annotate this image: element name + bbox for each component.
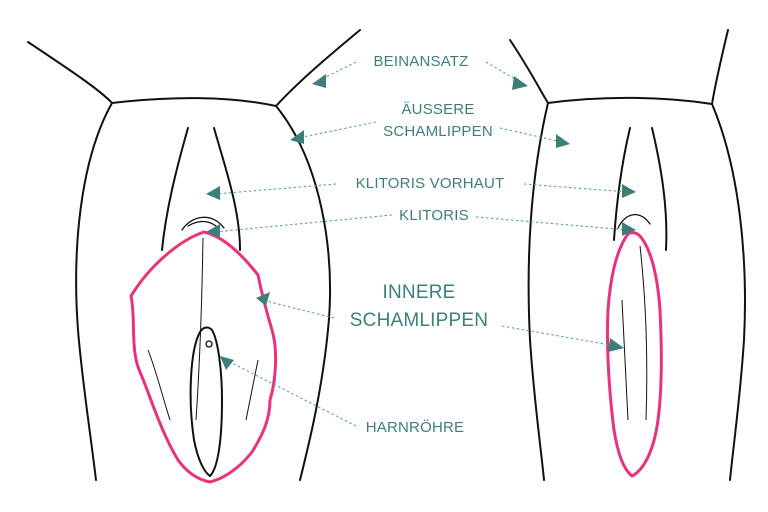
- side-left-thigh: [527, 102, 549, 481]
- side-leg-crease: [509, 29, 729, 105]
- arrow-harnroehre: [220, 356, 234, 370]
- label-klitoris-vorhaut: KLITORIS VORHAUT: [356, 175, 505, 192]
- arrow-aeussere-left: [290, 130, 304, 144]
- front-vestibule: [189, 326, 223, 477]
- side-clitoral-hood: [617, 214, 651, 229]
- label-aeussere-line2: SCHAMLIPPEN: [383, 123, 493, 140]
- label-beinansatz: BEINANSATZ: [373, 53, 468, 70]
- label-aeussere-line1: ÄUSSERE: [401, 101, 474, 118]
- front-right-thigh: [275, 105, 331, 481]
- front-inner-labia: [129, 230, 278, 484]
- side-right-thigh: [711, 103, 746, 481]
- label-harnroehre: HARNRÖHRE: [366, 418, 464, 436]
- side-view-figure: [509, 29, 746, 481]
- arrow-innere-right: [608, 338, 624, 352]
- arrow-vorhaut-left: [206, 186, 220, 200]
- label-innere-line2: SCHAMLIPPEN: [350, 310, 488, 331]
- front-leg-crease: [27, 29, 361, 107]
- front-left-thigh: [75, 102, 113, 481]
- side-outer-labia-right: [651, 127, 668, 251]
- arrow-vorhaut-right: [622, 184, 636, 198]
- front-clitoral-hood: [181, 216, 225, 231]
- label-klitoris: KLITORIS: [399, 207, 469, 224]
- labels: BEINANSATZ ÄUSSERE SCHAMLIPPEN KLITORIS …: [350, 53, 505, 436]
- arrow-heads: [206, 74, 636, 370]
- front-urethra-opening: [205, 340, 213, 348]
- arrow-innere-left: [256, 292, 270, 306]
- front-view-figure: [27, 29, 361, 484]
- arrow-beinansatz-right: [512, 76, 528, 90]
- front-outer-labia-right: [213, 127, 241, 251]
- side-outer-labia-left: [613, 127, 631, 241]
- arrow-klitoris-left: [206, 224, 220, 238]
- arrow-klitoris-right: [622, 222, 636, 236]
- front-outer-labia-left: [161, 127, 189, 251]
- arrow-aeussere-right: [556, 134, 570, 148]
- arrow-beinansatz-left: [312, 74, 326, 88]
- leader-lines: [213, 61, 629, 427]
- label-innere-line1: INNERE: [383, 282, 456, 303]
- side-inner-labia: [605, 231, 663, 478]
